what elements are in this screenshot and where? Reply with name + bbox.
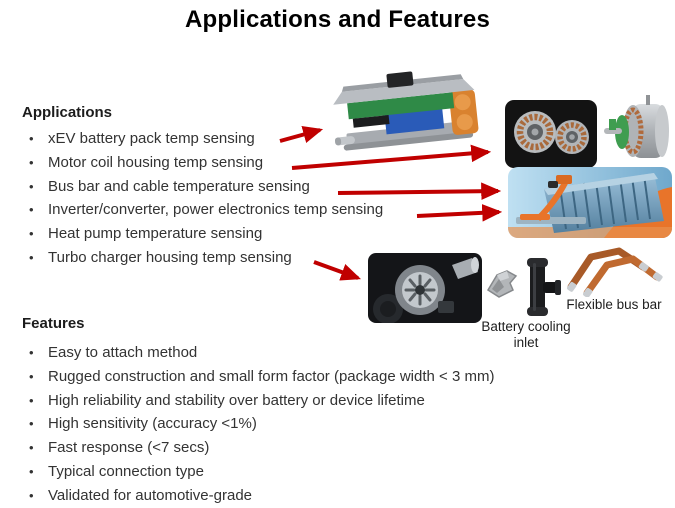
- application-item: Motor coil housing temp sensing: [22, 151, 502, 175]
- application-item: Inverter/converter, power electronics te…: [22, 198, 502, 222]
- application-item: Bus bar and cable temperature sensing: [22, 175, 502, 199]
- application-item: Heat pump temperature sensing: [22, 222, 502, 246]
- application-item: xEV battery pack temp sensing: [22, 127, 502, 151]
- battery-cooling-inlet-photo: [511, 256, 563, 318]
- battery-pack-busbar-photo: [508, 167, 672, 238]
- feature-item: Typical connection type: [22, 460, 502, 484]
- turbocharger-photo: [368, 253, 482, 323]
- applications-section: Applications xEV battery pack temp sensi…: [22, 102, 502, 270]
- caption-battery-cooling-inlet: Battery cooling inlet: [481, 319, 571, 350]
- slide-title: Applications and Features: [184, 6, 491, 33]
- applications-heading: Applications: [22, 104, 113, 121]
- caption-flexible-bus-bar: Flexible bus bar: [566, 297, 662, 312]
- flexible-bus-bar-photo: [563, 245, 668, 297]
- feature-item: Validated for automotive-grade: [22, 484, 502, 508]
- feature-item: High sensitivity (accuracy <1%): [22, 412, 502, 436]
- feature-item: Easy to attach method: [22, 341, 502, 365]
- feature-item: Fast response (<7 secs): [22, 436, 502, 460]
- feature-item: Rugged construction and small form facto…: [22, 365, 502, 389]
- motor-cutaway-photo: [602, 92, 672, 169]
- features-list: Easy to attach method Rugged constructio…: [22, 341, 502, 508]
- motor-stators-photo: [505, 100, 597, 168]
- features-heading: Features: [22, 315, 85, 332]
- battery-module-photo: [333, 68, 483, 164]
- application-item: Turbo charger housing temp sensing: [22, 246, 502, 270]
- feature-item: High reliability and stability over batt…: [22, 389, 502, 413]
- features-section: Features Easy to attach method Rugged co…: [22, 313, 502, 508]
- applications-list: xEV battery pack temp sensing Motor coil…: [22, 127, 502, 270]
- cooling-inlet-clip-photo: [482, 266, 522, 302]
